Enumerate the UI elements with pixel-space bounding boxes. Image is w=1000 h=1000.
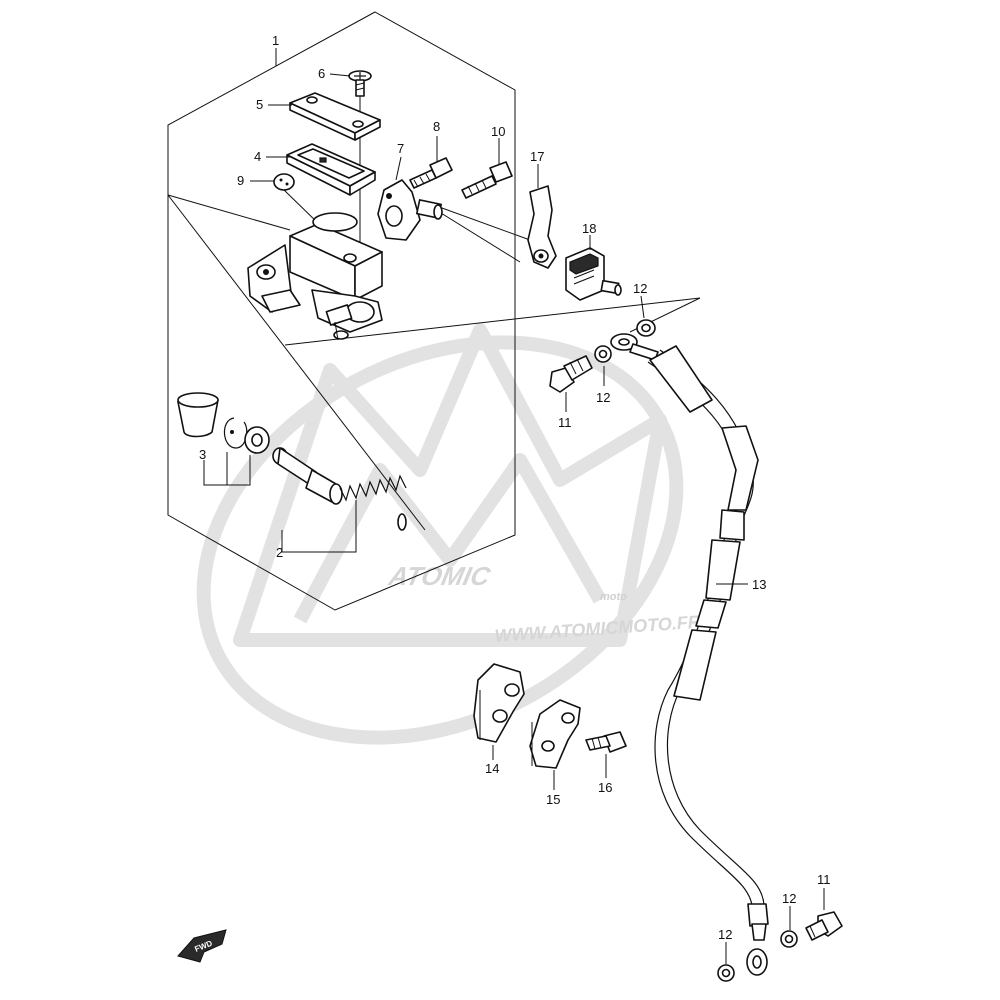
callout-9: 9	[237, 173, 244, 188]
bolt-part-16	[585, 731, 627, 753]
callout-17: 17	[530, 149, 544, 164]
callout-13: 13	[752, 577, 766, 592]
callout-10: 10	[491, 124, 505, 139]
callout-7: 7	[397, 141, 404, 156]
callout-12-upper-left: 12	[596, 390, 610, 405]
dust-boot-part-3	[177, 392, 219, 438]
banjo-bolt-part-11-lower	[805, 911, 843, 941]
callout-15: 15	[546, 792, 560, 807]
callout-11-lower: 11	[817, 872, 831, 887]
callout-2: 2	[276, 545, 283, 560]
callout-11-upper: 11	[558, 415, 572, 430]
watermark-sub: moto	[600, 591, 627, 603]
callout-1: 1	[272, 33, 279, 48]
diaphragm-plate-part-4	[286, 143, 376, 196]
callout-12-lower-right: 12	[782, 891, 796, 906]
leader-lines	[203, 48, 825, 964]
bolt-part-10	[461, 161, 513, 199]
washer-part-3	[244, 426, 270, 454]
callout-3: 3	[199, 447, 206, 462]
assembly-1-outline	[167, 11, 516, 611]
callout-5: 5	[256, 97, 263, 112]
bolt-part-8	[409, 157, 453, 189]
washer-part-12-lower-left	[717, 964, 735, 982]
hose-clamp-part-14	[473, 663, 525, 743]
callout-14: 14	[485, 761, 499, 776]
circlip-part-3	[223, 417, 248, 449]
callout-4: 4	[254, 149, 261, 164]
reservoir-cap-part-5	[289, 92, 381, 141]
callout-12-upper-right: 12	[633, 281, 647, 296]
banjo-bolt-part-11-upper	[549, 355, 593, 393]
callout-6: 6	[318, 66, 325, 81]
washer-part-12-lower-right	[780, 930, 798, 948]
lever-part-17	[527, 185, 557, 269]
clutch-switch-part-18	[565, 247, 622, 301]
piston-part-2	[272, 447, 407, 531]
hose-guide-part-15	[529, 699, 581, 769]
callout-16: 16	[598, 780, 612, 795]
watermark-logo	[196, 323, 684, 745]
callout-12-lower-left: 12	[718, 927, 732, 942]
washer-part-12-upper-left	[594, 345, 612, 363]
callout-8: 8	[433, 119, 440, 134]
switch-housing-part-7	[377, 179, 443, 241]
washer-part-12-upper-right	[636, 319, 656, 337]
sight-glass-part-9	[273, 173, 321, 226]
clutch-hose-part-13	[610, 333, 769, 976]
master-cylinder-body	[247, 212, 383, 341]
fwd-arrow-icon: FWD	[177, 929, 227, 963]
callout-18: 18	[582, 221, 596, 236]
watermark-brand: ATOMIC	[385, 561, 493, 591]
